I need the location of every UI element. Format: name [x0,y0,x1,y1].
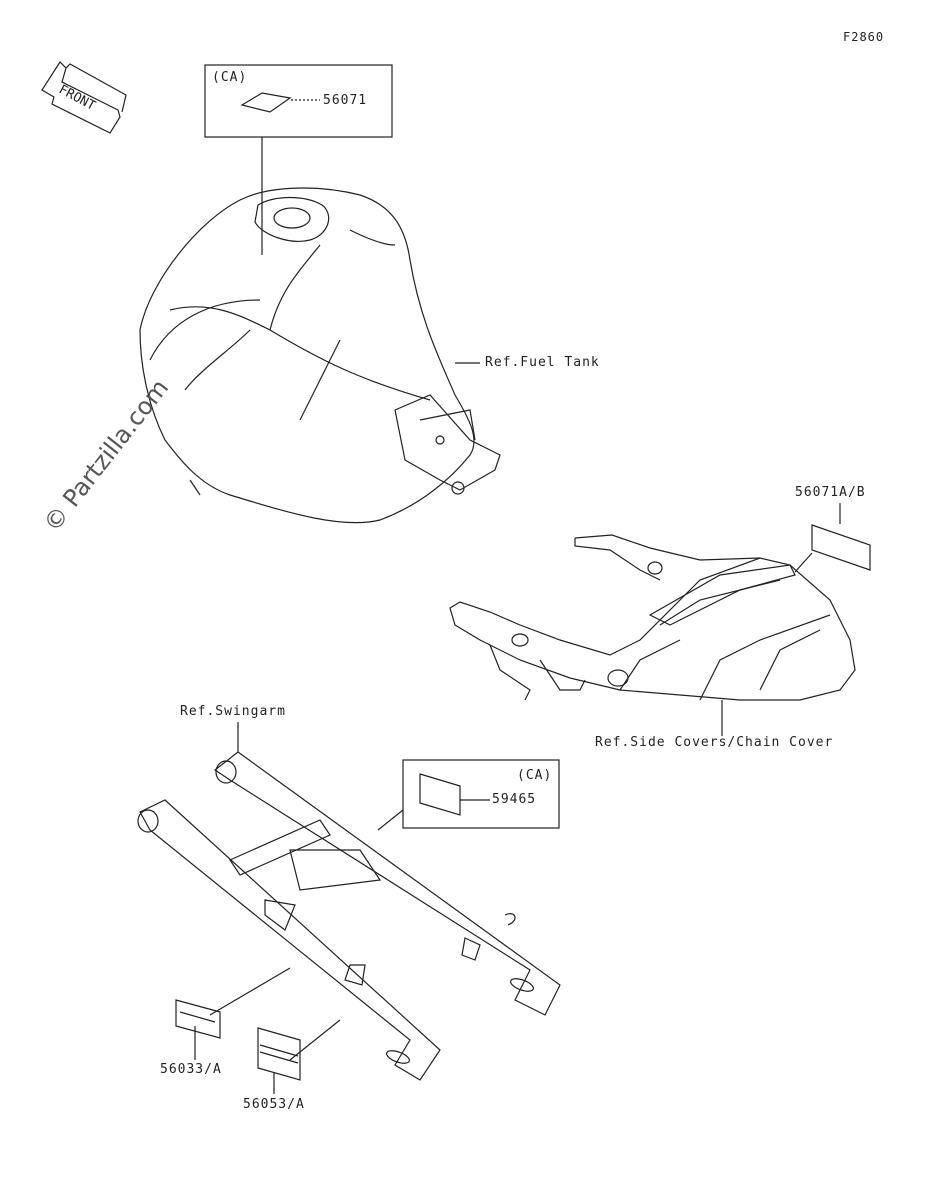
ref-swingarm[interactable]: Ref.Swingarm [180,704,286,719]
ref-side-covers[interactable]: Ref.Side Covers/Chain Cover [595,735,834,750]
part-56071ab[interactable]: 56071A/B [795,485,866,500]
ca-label-mid: (CA) [517,768,553,783]
ca-box-top [204,64,393,138]
figure-id: F2860 [843,30,885,44]
decal-56033a-icon [175,999,221,1039]
side-covers-drawing [449,534,856,736]
decal-59465-icon [419,773,461,816]
ca-label-top: (CA) [212,70,248,85]
decal-56053a-icon [257,1027,301,1081]
front-arrow-icon: FRONT [41,61,127,134]
decal-56071ab-icon [811,524,871,571]
part-56053a[interactable]: 56053/A [243,1097,305,1112]
part-56071[interactable]: 56071 [323,93,368,108]
ca-box-mid [402,759,560,829]
part-59465[interactable]: 59465 [492,792,537,807]
fuel-tank-drawing [139,187,501,524]
ref-fuel-tank[interactable]: Ref.Fuel Tank [485,355,600,370]
part-56033a[interactable]: 56033/A [160,1062,222,1077]
decal-56071-icon [240,92,292,113]
swingarm-drawing [137,722,561,1081]
